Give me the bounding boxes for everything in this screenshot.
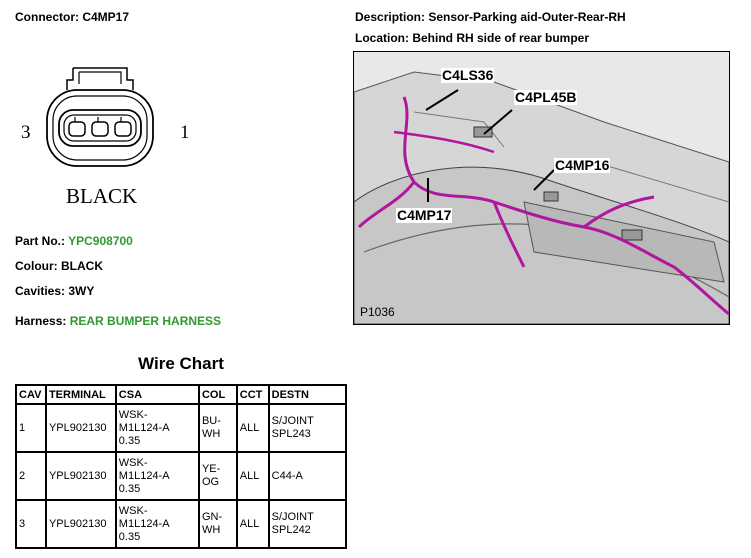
wire-chart-header-row: CAV TERMINAL CSA COL CCT DESTN xyxy=(15,384,348,405)
description-text: Description: Sensor-Parking aid-Outer-Re… xyxy=(355,10,626,24)
photo-code: P1036 xyxy=(360,305,395,319)
location-text: Location: Behind RH side of rear bumper xyxy=(355,31,590,45)
harness-link[interactable]: REAR BUMPER HARNESS xyxy=(69,314,222,328)
connector-label: Connector: C4MP17 xyxy=(15,10,130,24)
header-col: COL xyxy=(197,384,238,405)
cell-terminal: YPL902130 xyxy=(44,451,117,501)
cell-terminal: YPL902130 xyxy=(44,403,117,453)
connector-colour-name: BLACK xyxy=(66,184,138,208)
colour-text: Colour: BLACK xyxy=(15,259,103,273)
location-photo: C4LS36 C4PL45B C4MP16 C4MP17 P1036 xyxy=(353,51,730,325)
cell-cct: ALL xyxy=(235,499,270,549)
cavities-text: Cavities: 3WY xyxy=(15,284,95,298)
part-number: Part No.: YPC908700 xyxy=(15,234,133,248)
cell-cav: 3 xyxy=(15,499,47,549)
pin-label-1: 1 xyxy=(180,122,190,143)
pin-label-3: 3 xyxy=(21,122,31,143)
part-number-link[interactable]: YPC908700 xyxy=(68,234,133,248)
header-terminal: TERMINAL xyxy=(44,384,117,405)
cell-destn: C44-A xyxy=(267,451,348,501)
cell-cav: 2 xyxy=(15,451,47,501)
cell-terminal: YPL902130 xyxy=(44,499,117,549)
cell-col: GN-WH xyxy=(197,499,238,549)
wire-chart-title: Wire Chart xyxy=(138,354,224,373)
cell-col: BU-WH xyxy=(197,403,238,453)
cell-col: YE-OG xyxy=(197,451,238,501)
harness: Harness: REAR BUMPER HARNESS xyxy=(15,314,221,328)
cell-cav: 1 xyxy=(15,403,47,453)
header-destn: DESTN xyxy=(267,384,348,405)
header-csa: CSA xyxy=(114,384,200,405)
bumper-illustration xyxy=(354,52,729,324)
callout-c4mp16: C4MP16 xyxy=(554,157,611,173)
callout-c4pl45b: C4PL45B xyxy=(514,89,578,105)
part-number-label: Part No.: xyxy=(15,234,69,248)
cell-cct: ALL xyxy=(235,403,270,453)
callout-c4ls36: C4LS36 xyxy=(441,67,495,83)
connector-face-diagram xyxy=(46,67,154,167)
cell-cct: ALL xyxy=(235,451,270,501)
header-cav: CAV xyxy=(15,384,47,405)
header-cct: CCT xyxy=(235,384,270,405)
callout-c4mp17: C4MP17 xyxy=(396,207,453,223)
harness-label: Harness: xyxy=(15,314,70,328)
